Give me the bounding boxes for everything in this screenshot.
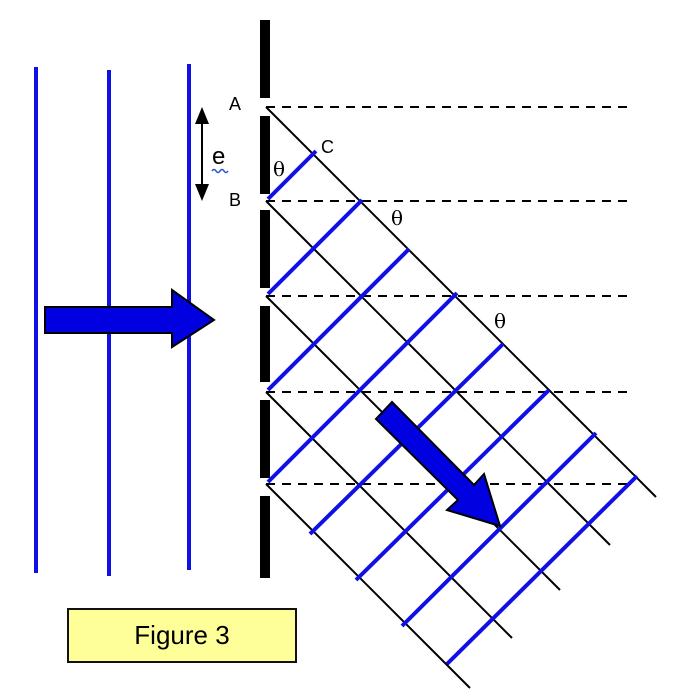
diffracted-ray [265, 391, 513, 639]
diffracted-wavefront [400, 431, 598, 628]
diffracted-wavefronts [266, 149, 639, 666]
diffracted-ray [265, 200, 611, 546]
point-a-label: A [229, 94, 241, 114]
diffracted-ray [265, 106, 657, 498]
spacing-double-arrow-icon [195, 107, 209, 201]
diffracted-wavefront [445, 474, 639, 666]
theta-label-1: θ [273, 157, 285, 181]
incident-arrow-icon [44, 288, 216, 349]
theta-label-2: θ [391, 206, 403, 230]
point-c-label: C [321, 137, 334, 157]
diffracted-rays [265, 106, 657, 689]
diffracted-ray [265, 483, 471, 689]
diffracted-wavefront [266, 198, 364, 296]
spacing-label-underline [211, 168, 229, 174]
point-b-label: B [229, 190, 241, 210]
theta-label-3: θ [494, 309, 506, 333]
spacing-label: e [212, 143, 225, 170]
figure-caption: Figure 3 [67, 608, 297, 663]
diffracted-wavefront [266, 247, 411, 392]
diffracted-wavefront [266, 149, 318, 201]
diffracted-wavefront [266, 291, 459, 484]
diffracted-arrow-icon [374, 400, 502, 528]
